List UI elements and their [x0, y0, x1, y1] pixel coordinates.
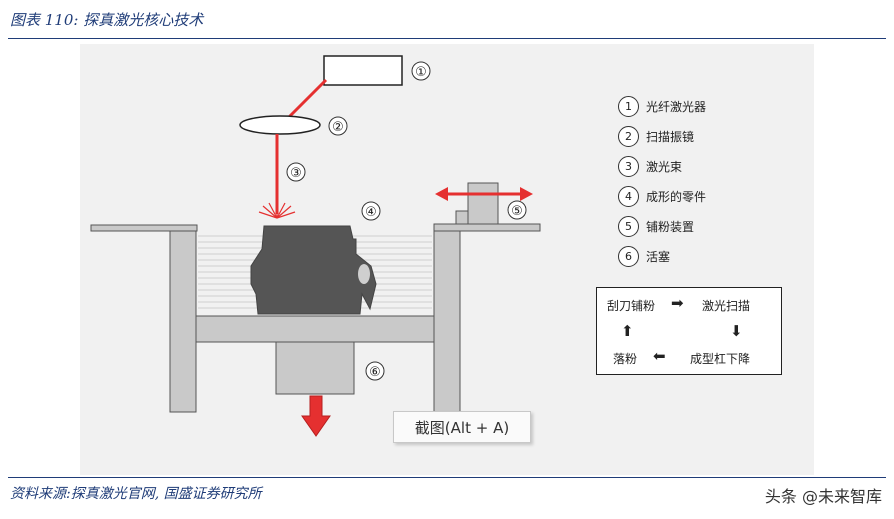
page-title: 图表 110: 探真激光核心技术 — [10, 11, 204, 29]
legend-number: 5 — [618, 215, 639, 237]
process-step-recoat: 刮刀铺粉 — [607, 299, 656, 313]
process-cycle-box: 刮刀铺粉 ➡ 激光扫描 ⬆ ⬇ 落粉 ⬅ 成型杠下降 — [596, 287, 782, 375]
legend-label: 激光束 — [646, 159, 683, 174]
legend-item: 3 激光束 — [618, 151, 706, 181]
legend-label: 成形的零件 — [646, 189, 707, 204]
legend-number: 2 — [618, 125, 639, 147]
legend-label: 活塞 — [646, 249, 671, 264]
callout-5: ⑤ — [511, 204, 523, 219]
down-arrow — [301, 395, 331, 437]
legend-item: 5 铺粉装置 — [618, 211, 706, 241]
right-wall — [433, 230, 461, 413]
left-ledge — [90, 224, 198, 232]
process-step-powder-drop: 落粉 — [613, 352, 638, 366]
process-step-scan: 激光扫描 — [702, 299, 751, 313]
legend-label: 扫描振镜 — [646, 129, 695, 144]
down-arrow-icon: ⬇ — [730, 322, 743, 340]
right-arrow-icon: ➡ — [671, 294, 684, 312]
left-wall — [169, 230, 197, 413]
scan-mirror — [239, 115, 321, 135]
right-ledge — [433, 223, 541, 232]
legend-item: 6 活塞 — [618, 241, 706, 271]
formed-part — [250, 225, 377, 315]
legend-label: 光纤激光器 — [646, 99, 707, 114]
laser-spot — [258, 202, 296, 219]
process-step-lower: 成型杠下降 — [690, 352, 751, 366]
legend-number: 6 — [618, 245, 639, 267]
callout-2: ② — [332, 120, 344, 135]
slm-machine-diagram: ① ② ③ ④ ⑤ ⑥ — [90, 55, 541, 437]
recoater-base — [455, 210, 470, 225]
left-arrow-icon: ⬅ — [653, 347, 666, 365]
callout-4: ④ — [365, 205, 377, 220]
build-platform — [195, 315, 435, 343]
watermark: 头条 @未来智库 — [764, 487, 882, 506]
recoater-arrow — [435, 187, 533, 201]
legend-item: 1 光纤激光器 — [618, 91, 706, 121]
footer-divider — [8, 477, 886, 478]
up-arrow-icon: ⬆ — [621, 322, 634, 340]
callout-6: ⑥ — [369, 365, 381, 380]
fiber-laser-box — [323, 55, 403, 86]
legend-number: 4 — [618, 185, 639, 207]
legend: 1 光纤激光器 2 扫描振镜 3 激光束 4 成形的零件 5 铺粉装置 6 活塞 — [618, 91, 706, 271]
callout-1: ① — [415, 65, 427, 80]
callout-3: ③ — [290, 166, 302, 181]
legend-number: 1 — [618, 95, 639, 117]
legend-item: 2 扫描振镜 — [618, 121, 706, 151]
piston — [275, 341, 355, 395]
header-divider — [8, 38, 886, 39]
legend-label: 铺粉装置 — [646, 219, 695, 234]
source-note: 资料来源:探真激光官网, 国盛证券研究所 — [10, 486, 262, 502]
recoater — [467, 182, 499, 225]
legend-item: 4 成形的零件 — [618, 181, 706, 211]
legend-number: 3 — [618, 155, 639, 177]
screenshot-tooltip: 截图(Alt + A) — [393, 411, 531, 443]
